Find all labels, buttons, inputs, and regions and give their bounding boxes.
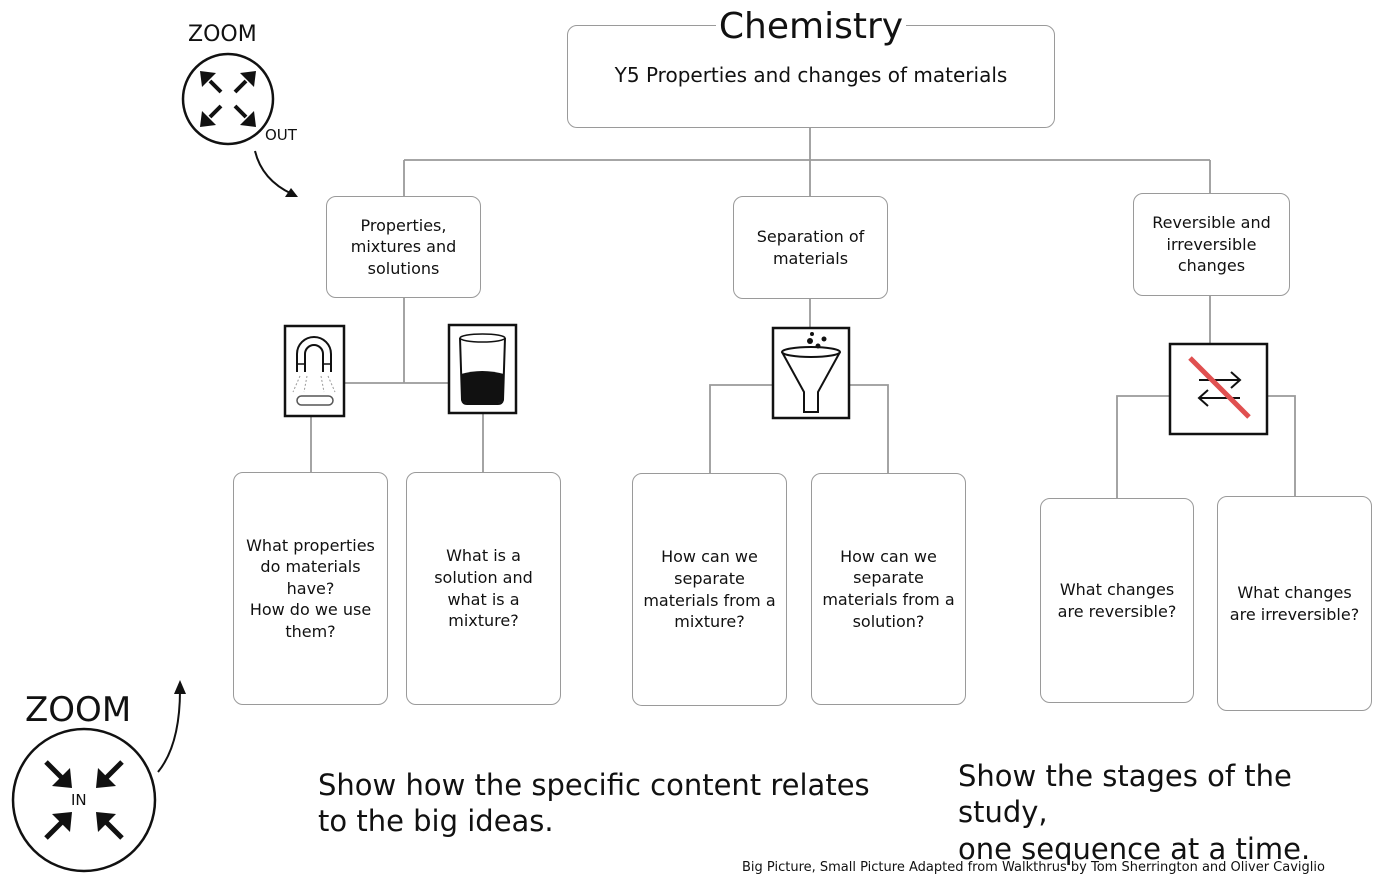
zoom-in-label: ZOOM xyxy=(25,690,132,730)
question-text: How can we separate materials from a sol… xyxy=(822,546,955,631)
funnel-icon xyxy=(771,326,851,420)
question-box: What changes are reversible? xyxy=(1040,498,1194,703)
caption-left: Show how the specific content relates to… xyxy=(318,768,870,839)
curved-arrow xyxy=(157,689,181,773)
topic-box: Separation of materials xyxy=(733,196,888,299)
beaker-icon xyxy=(447,323,518,415)
unit-subtitle: Y5 Properties and changes of materials xyxy=(614,63,1008,87)
topic-box: Reversible and irreversible changes xyxy=(1133,193,1290,296)
zoom-out-arrows-icon xyxy=(181,52,275,146)
page-title: Chemistry xyxy=(716,6,906,47)
question-text: What properties do materials have? How d… xyxy=(246,535,375,641)
magnet-icon xyxy=(283,324,346,418)
question-box: What properties do materials have? How d… xyxy=(233,472,388,705)
zoom-out-direction: OUT xyxy=(265,126,297,144)
connector-lines xyxy=(310,127,1296,498)
question-text: What changes are irreversible? xyxy=(1229,582,1360,624)
topic-label: Reversible and irreversible changes xyxy=(1152,213,1271,276)
zoom-in-direction: IN xyxy=(71,791,87,809)
question-text: How can we separate materials from a mix… xyxy=(643,547,776,632)
topic-label: Properties, mixtures and solutions xyxy=(350,215,457,278)
question-box: What changes are irreversible? xyxy=(1217,496,1372,711)
question-text: What changes are reversible? xyxy=(1057,579,1177,621)
question-box: What is a solution and what is a mixture… xyxy=(406,472,561,705)
irreversible-arrows-icon xyxy=(1168,342,1269,436)
topic-label: Separation of materials xyxy=(756,226,865,268)
curved-arrow xyxy=(254,150,293,195)
question-box: How can we separate materials from a sol… xyxy=(811,473,966,705)
caption-right: Show the stages of the study, one sequen… xyxy=(958,759,1311,866)
question-box: How can we separate materials from a mix… xyxy=(632,473,787,706)
credit-line: Big Picture, Small Picture Adapted from … xyxy=(742,860,1325,875)
zoom-out-label: ZOOM xyxy=(188,22,257,47)
topic-box: Properties, mixtures and solutions xyxy=(326,196,481,298)
question-text: What is a solution and what is a mixture… xyxy=(434,546,533,631)
zoom-in-arrows-icon xyxy=(11,727,157,873)
